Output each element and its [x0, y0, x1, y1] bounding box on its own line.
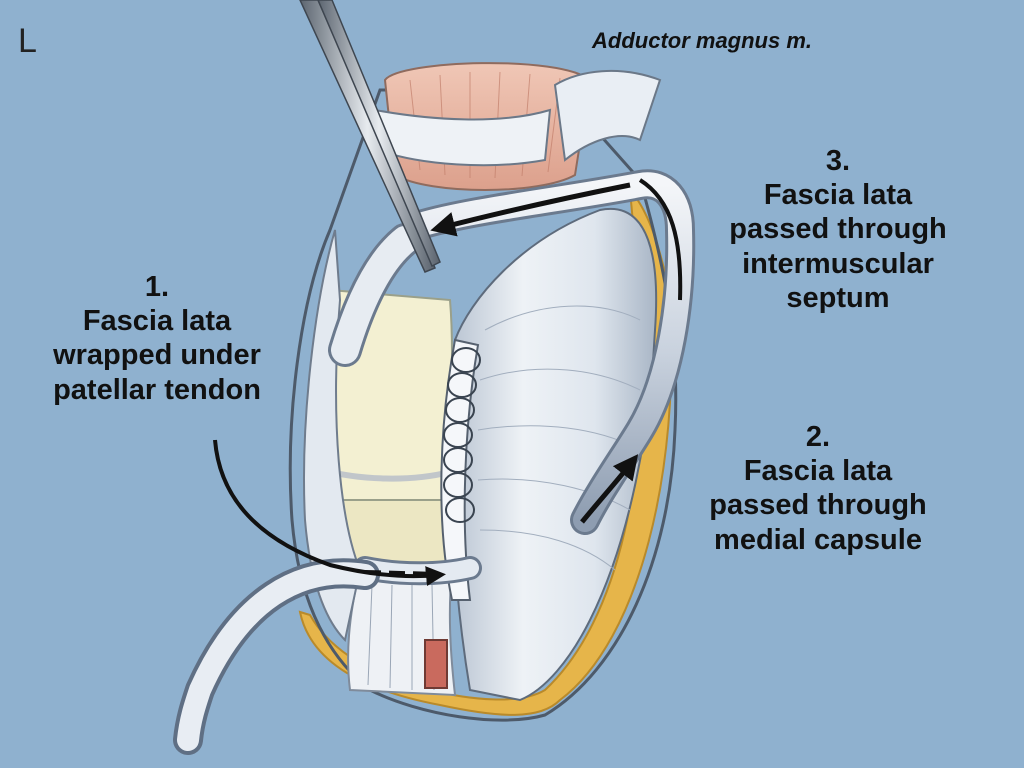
step-3-line-1: Fascia lata — [763, 179, 913, 212]
arrow-step-1 — [213, 439, 446, 587]
step-1-label: 1. Fascia lata wrapped under patellar te… — [22, 270, 292, 407]
step-2-line-1: Fascia lata — [743, 455, 893, 488]
step-3-label: 3. Fascia lata passed through intermuscu… — [698, 144, 978, 315]
step-2-line-2: passed through — [709, 489, 927, 522]
sutured-retinaculum — [440, 338, 480, 601]
arrow-step-3-continued — [638, 178, 683, 301]
arrow-step-2 — [580, 454, 639, 524]
side-indicator: L — [18, 22, 37, 60]
suture-loops — [443, 347, 481, 523]
arrow-step-1-dashed — [364, 570, 441, 576]
step-3-number: 3. — [825, 145, 851, 177]
step-2-label: 2. Fascia lata passed through medial cap… — [678, 420, 958, 557]
step-2-number: 2. — [805, 421, 831, 453]
step-1-line-1: Fascia lata — [82, 305, 232, 338]
adductor-magnus-label: Adductor magnus m. — [592, 28, 813, 53]
step-1-line-2: wrapped under — [53, 339, 261, 372]
step-3-line-4: septum — [786, 281, 890, 314]
step-2-line-3: medial capsule — [714, 523, 922, 556]
quadriceps-tendon-band — [373, 108, 552, 167]
bone-block — [424, 639, 448, 689]
step-3-line-2: passed through — [729, 213, 947, 246]
arrow-step-3 — [430, 182, 631, 237]
adductor-magnus-tendon — [553, 70, 662, 162]
step-1-line-3: patellar tendon — [53, 373, 261, 406]
forceps-instrument — [299, 0, 441, 273]
step-3-line-3: intermuscular — [742, 247, 934, 280]
step-1-number: 1. — [144, 271, 170, 303]
medial-fascia-flap — [449, 207, 658, 702]
lateral-fascia — [303, 229, 362, 643]
